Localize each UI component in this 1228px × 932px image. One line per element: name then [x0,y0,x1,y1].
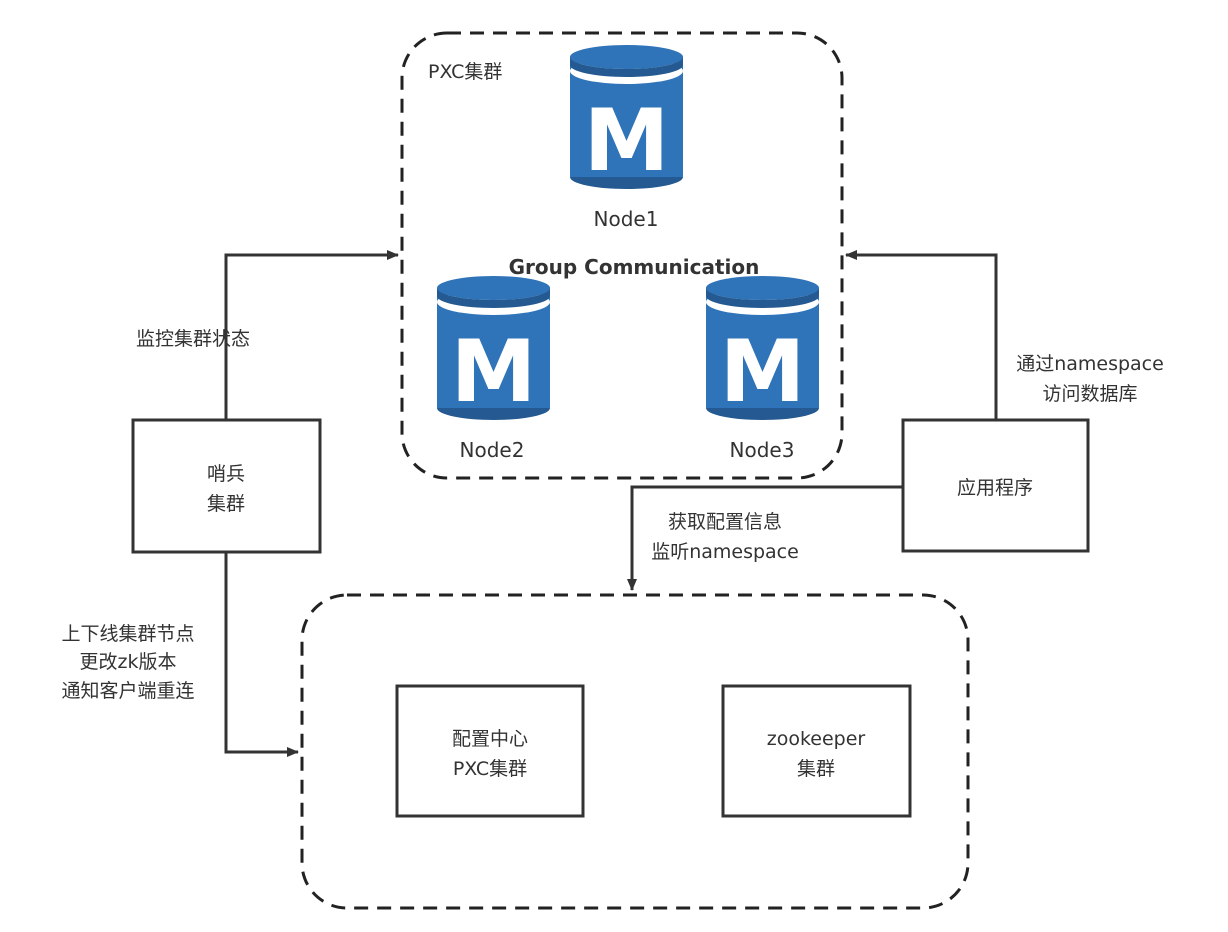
sentinel-zk-edge [224,552,299,757]
app-config-label-1: 获取配置信息 [668,511,782,533]
app-config-label-2: 监听namespace [651,541,799,563]
config-center-box [395,684,585,818]
sentinel-cluster-box [131,418,322,554]
node1-label: Node1 [594,207,659,231]
zookeeper-line2: 集群 [797,758,835,780]
application-label: 应用程序 [957,477,1033,499]
pxc-cluster-container [400,31,844,480]
group-communication-label: Group Communication [509,255,760,279]
db-letter: M [451,322,537,422]
sentinel-line2: 集群 [207,493,245,515]
node2-label: Node2 [460,438,525,462]
sentinel-zk-label-3: 通知客户端重连 [61,680,194,702]
app-access-label-2: 访问数据库 [1042,383,1137,405]
app-access-label-1: 通过namespace [1016,353,1164,375]
db-letter: M [584,91,670,191]
node3-label: Node3 [730,438,795,462]
sentinel-zk-label-2: 更改zk版本 [80,651,177,673]
app-access-edge [845,250,998,420]
zookeeper-box [721,684,912,818]
node2: M [437,276,550,422]
pxc-cluster-title: PXC集群 [428,61,502,83]
application-box [901,418,1090,553]
monitor-edge-label: 监控集群状态 [136,328,250,350]
node3: M [706,276,819,422]
sentinel-zk-label-1: 上下线集群节点 [61,623,194,645]
config-zk-container [300,593,970,910]
monitor-edge [224,250,399,420]
app-config-edge [627,485,903,591]
zookeeper-line1: zookeeper [767,728,866,750]
db-letter: M [720,322,806,422]
sentinel-line1: 哨兵 [207,463,245,485]
config-center-line1: 配置中心 [452,728,528,750]
config-center-line2: PXC集群 [453,758,527,780]
node1: M [570,45,683,191]
